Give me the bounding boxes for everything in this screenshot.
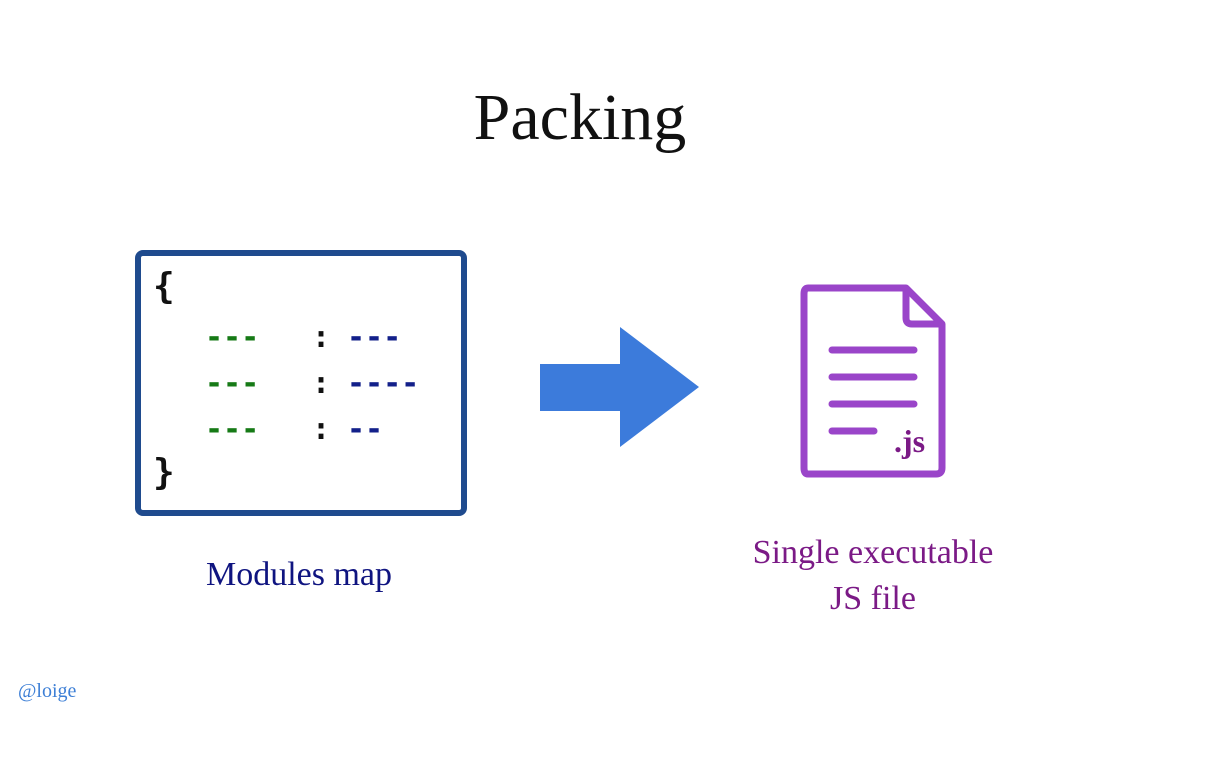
js-file-icon: .js [800, 284, 946, 478]
map-entry-key: --- [205, 365, 260, 401]
author-handle: @loige [18, 680, 77, 702]
map-entry: --- : ---- [205, 365, 420, 401]
output-file-caption-line2: JS file [830, 580, 916, 617]
open-brace: { [153, 266, 175, 307]
map-entry-value: --- [347, 319, 402, 355]
output-file-caption: Single executable JS file [720, 530, 1026, 622]
file-corner-fold [902, 288, 942, 328]
output-file-caption-line1: Single executable [752, 534, 994, 571]
file-extension-label: .js [894, 423, 925, 459]
modules-map-caption: Modules map [205, 556, 393, 593]
map-entry: --- : -- [205, 411, 384, 447]
map-entry-key: --- [205, 411, 260, 447]
map-entry-value: ---- [347, 365, 420, 401]
map-entry: --- : --- [205, 319, 402, 355]
right-arrow-icon [540, 327, 699, 447]
map-entry-separator: : [311, 365, 331, 401]
map-entry-key: --- [205, 319, 260, 355]
file-outline [800, 284, 946, 478]
modules-map-box: { --- : --- --- : ---- --- : -- } [135, 250, 467, 516]
close-brace: } [153, 452, 175, 493]
map-entry-separator: : [311, 411, 331, 447]
slide-title: Packing [473, 81, 687, 154]
arrow-shape [540, 327, 699, 447]
map-entry-value: -- [347, 411, 384, 447]
map-entry-separator: : [311, 319, 331, 355]
